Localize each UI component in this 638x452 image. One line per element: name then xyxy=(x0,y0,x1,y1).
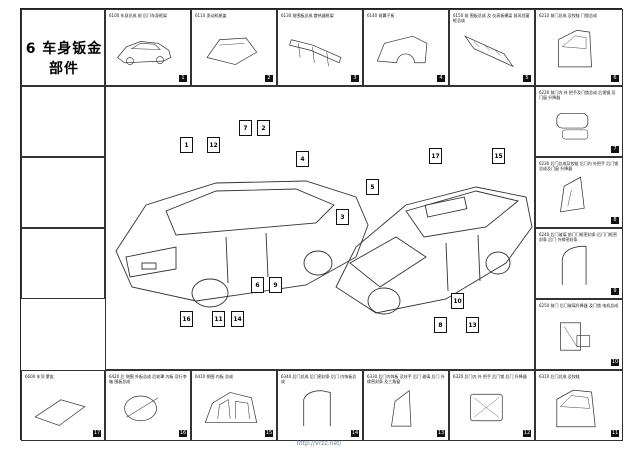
door-seal-drawing xyxy=(544,241,608,290)
front-fender-drawing xyxy=(372,22,434,77)
part-number-badge: 9 xyxy=(611,288,619,295)
title-block: 6 车身钣金部件 xyxy=(21,9,105,86)
part-number-badge: 16 xyxy=(179,430,187,437)
part-cell-9[interactable]: 6240 后门玻璃 前门门框密封条 后门门框密封条 后门 外缘密封条 9 xyxy=(535,228,623,299)
callout-1[interactable]: 1 xyxy=(180,137,193,153)
footer-url[interactable]: http://Vrzz.net/ xyxy=(296,440,342,447)
part-caption: 6420 后 侧围 外板总成 后轮罩 内板 及行李箱 围板总成 xyxy=(109,374,187,384)
part-number-badge: 1 xyxy=(179,75,187,82)
front-door-drawing xyxy=(544,22,608,77)
callout-9[interactable]: 9 xyxy=(269,277,282,293)
part-caption: 6320 后门内 外 把手 后门锁 后门 升降器 xyxy=(453,374,527,379)
left-blank-3 xyxy=(21,228,105,299)
car-body-drawing xyxy=(114,22,176,77)
part-number-badge: 5 xyxy=(523,75,531,82)
part-caption: 6230 后门总成及铰链 后门内 外把手 后门锁总成及门窗 升降器 xyxy=(539,161,619,171)
part-number-badge: 7 xyxy=(611,146,619,153)
roof-panel-drawing xyxy=(30,383,90,432)
callout-15[interactable]: 15 xyxy=(492,148,505,164)
rear-door-trim-drawing xyxy=(372,383,434,432)
rear-door-lock-drawing xyxy=(458,383,520,432)
part-number-badge: 10 xyxy=(611,359,619,366)
part-caption: 6340 后门总成 后门密封条 后门 内饰板总成 xyxy=(281,374,357,384)
rear-door-seal-drawing xyxy=(286,383,348,432)
part-number-badge: 8 xyxy=(611,217,619,224)
window-regulator-drawing xyxy=(544,312,608,361)
callout-10[interactable]: 10 xyxy=(451,293,464,309)
part-caption: 6330 后门内饰板 及扶手 后门 玻璃 后门 外缘密封条 及三角窗 xyxy=(367,374,445,384)
rear-door-glass-drawing xyxy=(544,170,608,219)
callout-3[interactable]: 3 xyxy=(336,209,349,225)
rear-door-drawing xyxy=(544,383,608,432)
callout-8[interactable]: 8 xyxy=(434,317,447,333)
side-inner-panel-drawing xyxy=(200,383,262,432)
door-handle-drawing xyxy=(544,99,608,148)
page-title: 6 车身钣金部件 xyxy=(25,41,103,77)
part-cell-3[interactable]: 6130 前围板总成 散热器框架 3 xyxy=(277,9,363,86)
callout-12[interactable]: 12 xyxy=(207,137,220,153)
part-number-badge: 17 xyxy=(93,430,101,437)
part-caption: 6140 前翼子板 xyxy=(367,13,395,18)
part-caption: 6220 前门内 外 把手及门锁总成 后视镜 及门窗 升降器 xyxy=(539,90,616,100)
part-caption: 6110 发动机舱盖 xyxy=(195,13,227,18)
car-rear-view-drawing xyxy=(115,180,369,308)
callout-2[interactable]: 2 xyxy=(257,120,270,136)
rear-quarter-panel-drawing xyxy=(114,383,176,432)
part-cell-15[interactable]: 6410 侧围 内板 总成 15 xyxy=(191,370,277,441)
hood-drawing xyxy=(200,22,262,77)
part-cell-7[interactable]: 6220 前门内 外 把手及门锁总成 后视镜 及门窗 升降器 7 xyxy=(535,86,623,157)
part-number-badge: 4 xyxy=(437,75,445,82)
left-blank-1 xyxy=(21,86,105,157)
part-caption: 6410 侧围 内板 总成 xyxy=(195,374,233,379)
radiator-frame-drawing xyxy=(286,22,348,77)
callout-13[interactable]: 13 xyxy=(466,317,479,333)
part-number-badge: 6 xyxy=(611,75,619,82)
part-cell-10[interactable]: 6250 前门 后门玻璃升降器 及门锁 电机总成 10 xyxy=(535,299,623,370)
part-caption: 6600 车顶 蒙皮 xyxy=(25,374,54,379)
part-cell-6[interactable]: 6210 前门总成 及铰链 门锁总成 6 xyxy=(535,9,623,86)
part-number-badge: 2 xyxy=(265,75,273,82)
car-front-view-drawing xyxy=(335,186,533,315)
part-cell-13[interactable]: 6330 后门内饰板 及扶手 后门 玻璃 后门 外缘密封条 及三角窗 13 xyxy=(363,370,449,441)
callout-4[interactable]: 4 xyxy=(296,151,309,167)
part-number-badge: 12 xyxy=(523,430,531,437)
part-cell-14[interactable]: 6340 后门总成 后门密封条 后门 内饰板总成 14 xyxy=(277,370,363,441)
callout-14[interactable]: 14 xyxy=(231,311,244,327)
part-number-badge: 3 xyxy=(351,75,359,82)
callout-16[interactable]: 16 xyxy=(180,311,193,327)
parts-sheet: 6 车身钣金部件 6100 车身总成 前 后门车身框架 1 6110 发动机舱盖… xyxy=(20,8,623,441)
part-cell-5[interactable]: 6150 前 围板总成 及 仪表板横梁 前风挡窗框总成 5 xyxy=(449,9,535,86)
part-cell-4[interactable]: 6140 前翼子板 4 xyxy=(363,9,449,86)
part-cell-12[interactable]: 6320 后门内 外 把手 后门锁 后门 升降器 12 xyxy=(449,370,535,441)
part-cell-16[interactable]: 6420 后 侧围 外板总成 后轮罩 内板 及行李箱 围板总成 16 xyxy=(105,370,191,441)
part-number-badge: 11 xyxy=(611,430,619,437)
dash-panel-drawing xyxy=(458,22,520,77)
part-cell-2[interactable]: 6110 发动机舱盖 2 xyxy=(191,9,277,86)
callout-7[interactable]: 7 xyxy=(239,120,252,136)
part-cell-17[interactable]: 6600 车顶 蒙皮 17 xyxy=(21,370,105,441)
callout-6[interactable]: 6 xyxy=(251,277,264,293)
main-exploded-diagram xyxy=(105,86,535,370)
part-caption: 6150 前 围板总成 及 仪表板横梁 前风挡窗框总成 xyxy=(453,13,530,23)
part-cell-1[interactable]: 6100 车身总成 前 后门车身框架 1 xyxy=(105,9,191,86)
part-caption: 6210 前门总成 及铰链 门锁总成 xyxy=(539,13,597,18)
part-number-badge: 14 xyxy=(351,430,359,437)
part-caption: 6100 车身总成 前 后门车身框架 xyxy=(109,13,167,18)
part-caption: 6130 前围板总成 散热器框架 xyxy=(281,13,334,18)
part-number-badge: 13 xyxy=(437,430,445,437)
part-caption: 6240 后门玻璃 前门门框密封条 后门门框密封条 后门 外缘密封条 xyxy=(539,232,617,242)
part-number-badge: 15 xyxy=(265,430,273,437)
part-caption: 6250 前门 后门玻璃升降器 及门锁 电机总成 xyxy=(539,303,619,308)
callout-17[interactable]: 17 xyxy=(429,148,442,164)
part-cell-8[interactable]: 6230 后门总成及铰链 后门内 外把手 后门锁总成及门窗 升降器 8 xyxy=(535,157,623,228)
part-caption: 6310 后门总成 及铰链 xyxy=(539,374,580,379)
left-blank-2 xyxy=(21,157,105,228)
part-cell-11[interactable]: 6310 后门总成 及铰链 11 xyxy=(535,370,623,441)
callout-5[interactable]: 5 xyxy=(366,179,379,195)
callout-11[interactable]: 11 xyxy=(212,311,225,327)
